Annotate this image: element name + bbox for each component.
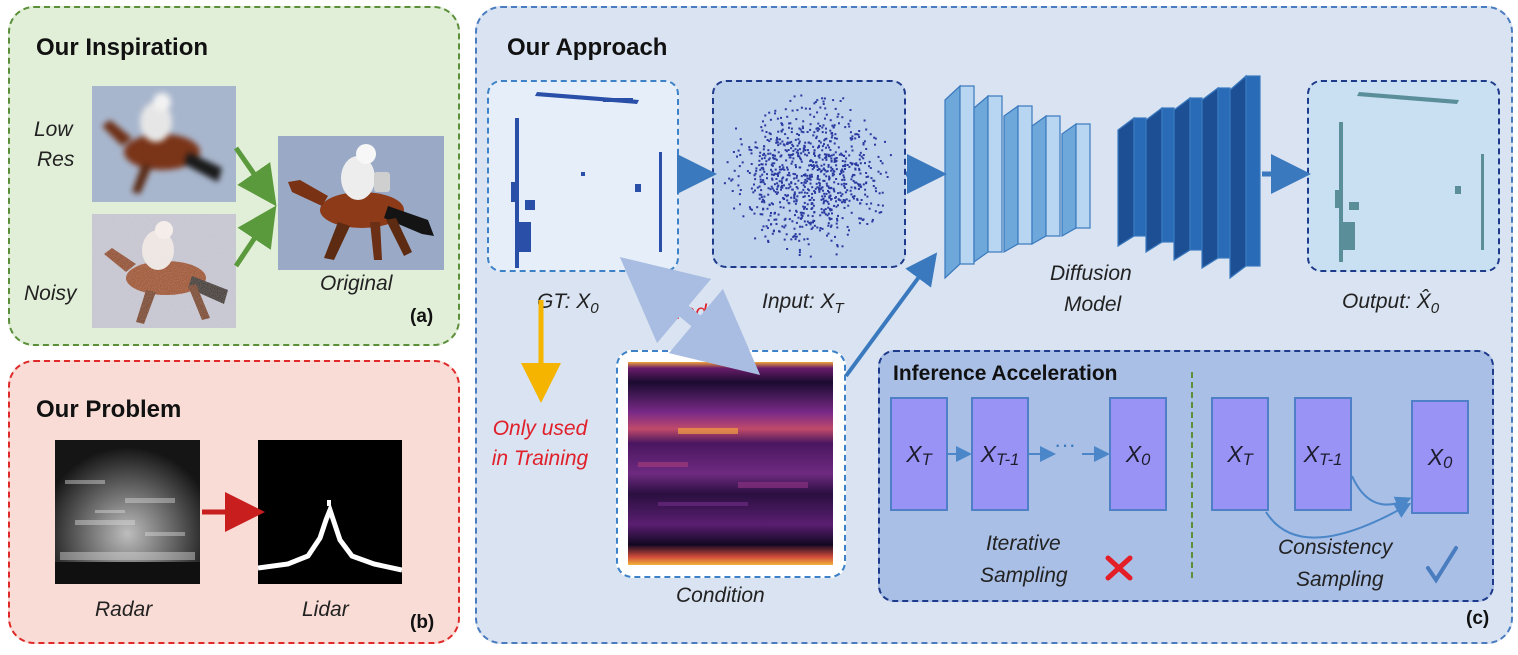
lidar-image: [258, 440, 402, 584]
label-original: Original: [320, 272, 393, 295]
problem-title: Our Problem: [36, 396, 182, 423]
condition-box: [616, 350, 846, 578]
panel-a-tag: (a): [410, 306, 434, 327]
approach-title: Our Approach: [507, 34, 668, 61]
radar-image: [55, 440, 200, 584]
panel-b-tag: (b): [410, 612, 435, 633]
gt-label: GT: X0: [537, 290, 599, 318]
input-label: Input: XT: [762, 290, 844, 318]
label-noisy: Noisy: [24, 282, 77, 305]
inference-title: Inference Acceleration: [893, 362, 1118, 385]
label-radar: Radar: [95, 598, 153, 621]
only-used-label: Only used in Training: [491, 417, 589, 470]
output-box: [1307, 80, 1500, 272]
diffusion-label-line1: Diffusion: [1050, 262, 1132, 285]
original-image: [278, 136, 444, 270]
consistency-line2: Sampling: [1296, 568, 1384, 591]
inspiration-title: Our Inspiration: [36, 34, 209, 61]
consistency-line1: Consistency: [1278, 536, 1393, 559]
inference-divider: [1191, 372, 1193, 578]
iterative-line2: Sampling: [980, 564, 1068, 587]
input-box: [712, 80, 906, 268]
diffusion-label-line2: Model: [1064, 293, 1122, 316]
panel-c-tag: (c): [1466, 608, 1490, 629]
label-res: Res: [37, 148, 75, 171]
noise-points: [723, 94, 892, 258]
gt-box: [487, 80, 679, 272]
label-low: Low: [34, 118, 73, 141]
low-res-image: [92, 86, 236, 202]
output-label: Output: X̂0: [1342, 290, 1440, 318]
label-lidar: Lidar: [302, 598, 349, 621]
noisy-image: [92, 214, 236, 328]
iterative-line1: Iterative: [986, 532, 1061, 555]
paired-label: Paired: [646, 301, 707, 324]
condition-label: Condition: [676, 584, 765, 607]
iter-dots: ···: [1054, 432, 1076, 457]
